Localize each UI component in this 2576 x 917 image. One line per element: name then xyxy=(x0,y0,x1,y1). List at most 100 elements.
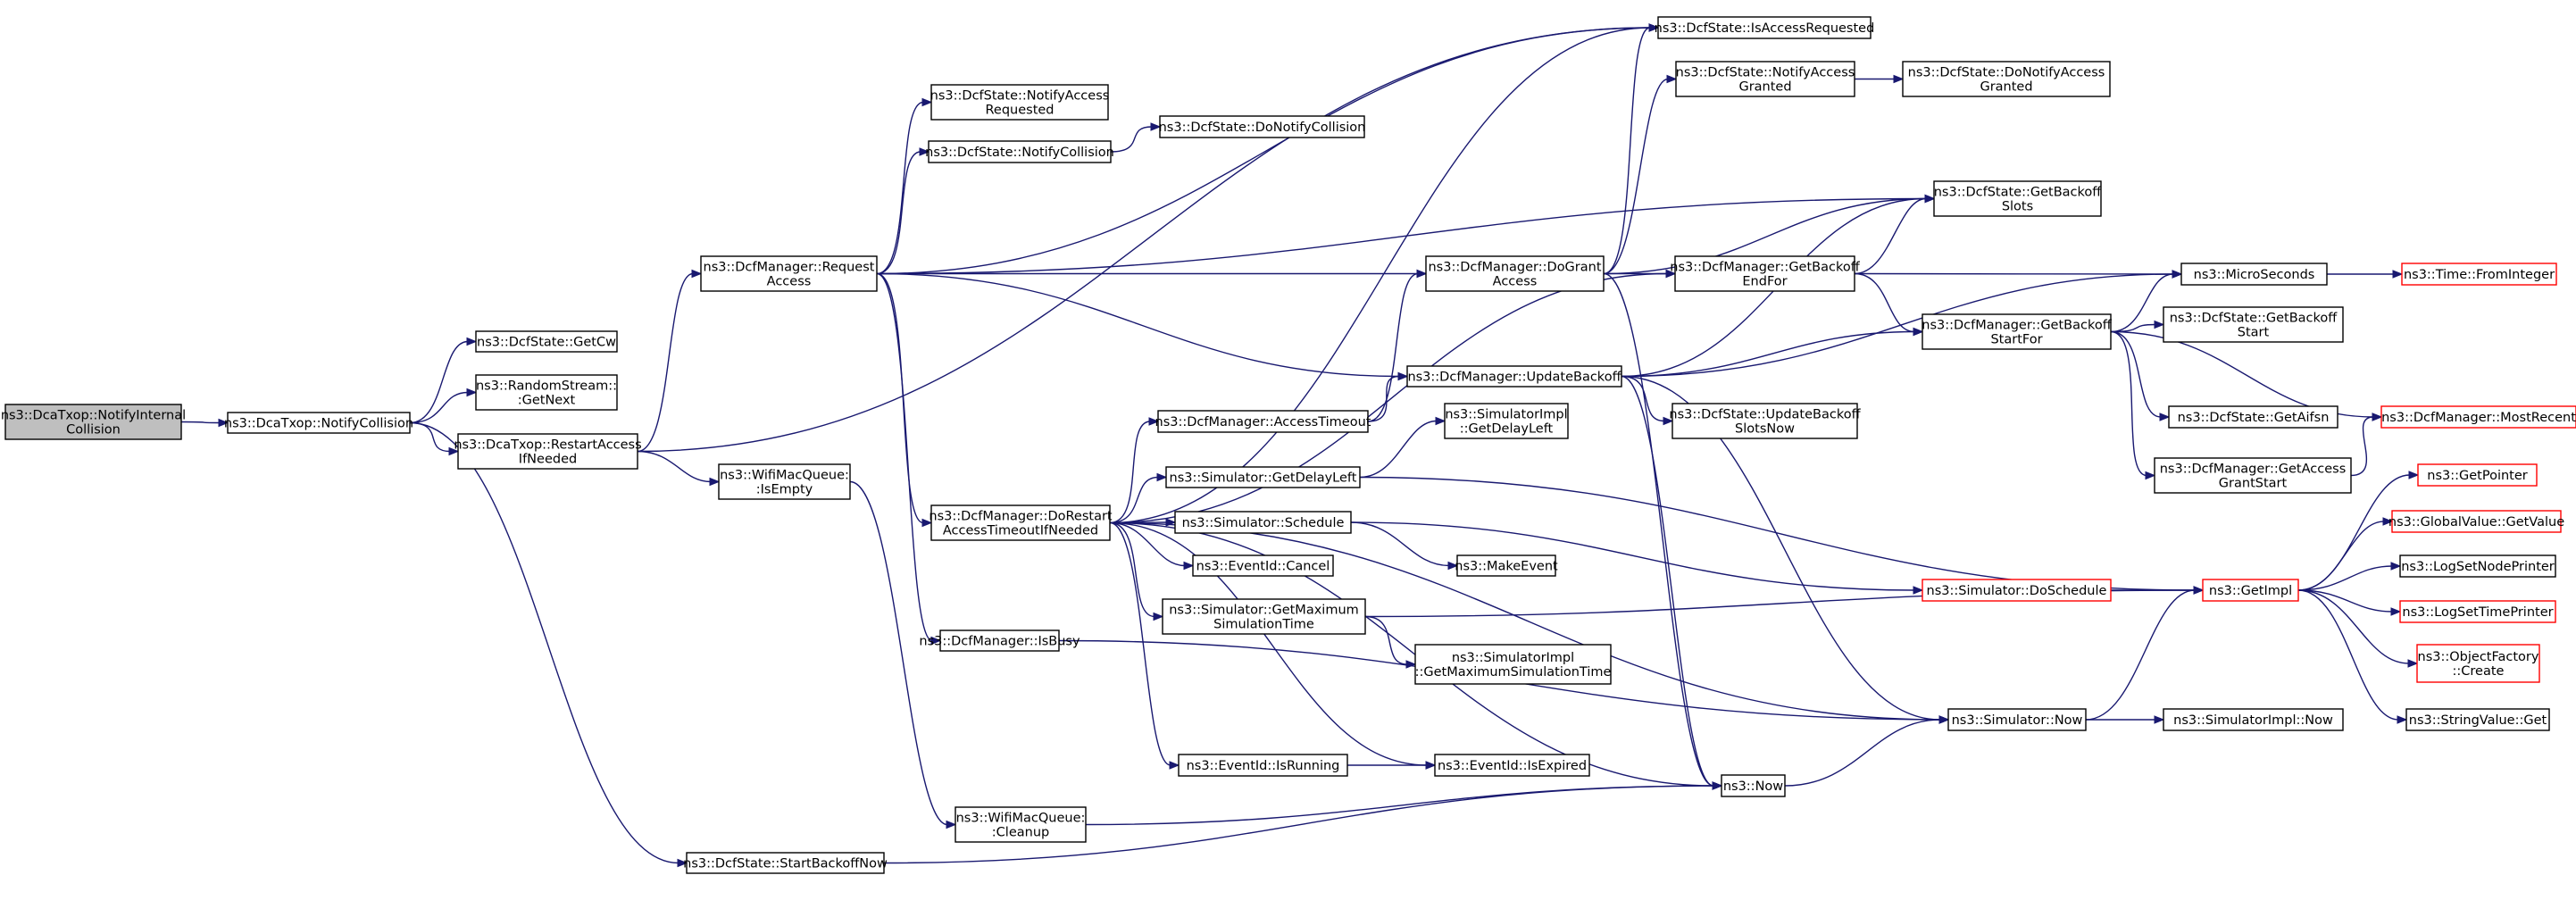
node-box xyxy=(2399,600,2556,623)
arrowhead xyxy=(2397,715,2408,724)
node-box xyxy=(1178,754,1348,777)
node-simulatorImplNow[interactable]: ns3::SimulatorImpl::Now xyxy=(2163,708,2344,731)
node-label: ns3::Now xyxy=(1723,779,1783,794)
edge-getBackoffStartFor-to-microSeconds xyxy=(2110,270,2183,333)
node-objectFactoryCreate[interactable]: ns3::ObjectFactory::Create xyxy=(2416,644,2540,683)
node-label: Granted xyxy=(1738,80,1791,95)
node-isRunning[interactable]: ns3::EventId::IsRunning xyxy=(1178,754,1348,777)
node-label: ns3::DcfState::NotifyAccess xyxy=(1676,66,1855,80)
arrowhead xyxy=(1648,23,1660,32)
node-label: ns3::GetImpl xyxy=(2209,584,2292,598)
arrowhead xyxy=(2392,270,2404,279)
node-getImpl[interactable]: ns3::GetImpl xyxy=(2202,579,2299,602)
node-dcfNotifyCollision[interactable]: ns3::DcfState::NotifyCollision xyxy=(925,140,1114,163)
node-box xyxy=(2405,708,2550,731)
node-mostRecent[interactable]: ns3::DcfManager::MostRecent xyxy=(2380,405,2576,429)
node-stringValueGet[interactable]: ns3::StringValue::Get xyxy=(2405,708,2550,731)
edge-now-to-simulatorNow xyxy=(1784,715,1950,787)
edge-getImpl-to-logSetNodePrinter xyxy=(2297,562,2402,591)
node-box xyxy=(1456,554,1556,577)
edge-getBackoffEndFor-to-getBackoffSlots xyxy=(1854,194,1936,275)
node-label: ns3::LogSetNodePrinter xyxy=(2401,560,2555,574)
node-box xyxy=(1159,115,1365,138)
node-updateBackoff[interactable]: ns3::DcfManager::UpdateBackoff xyxy=(1406,365,1622,388)
node-label: ns3::DcfState::StartBackoffNow xyxy=(683,857,888,871)
node-box xyxy=(475,330,618,353)
node-label: ns3::DcfManager::AccessTimeout xyxy=(1155,415,1371,429)
node-globalValueGetValue[interactable]: ns3::GlobalValue::GetValue xyxy=(2388,510,2564,533)
node-schedule[interactable]: ns3::Simulator::Schedule xyxy=(1174,511,1352,534)
edge-updateBackoff-to-updateBackoffSlotsNow xyxy=(1621,375,1674,426)
node-getPointer[interactable]: ns3::GetPointer xyxy=(2417,463,2538,487)
node-getMaxSimTimeImpl[interactable]: ns3::SimulatorImpl::GetMaximumSimulation… xyxy=(1414,644,1612,685)
node-accessTimeout[interactable]: ns3::DcfManager::AccessTimeout xyxy=(1155,410,1371,433)
node-wifiCleanup[interactable]: ns3::WifiMacQueue::Cleanup xyxy=(955,806,1087,843)
arrowhead xyxy=(1893,74,1905,84)
edge-requestAccess-to-doRestart xyxy=(876,272,933,528)
node-getDelayLeft[interactable]: ns3::Simulator::GetDelayLeft xyxy=(1165,466,1361,488)
node-wifiIsEmpty[interactable]: ns3::WifiMacQueue::IsEmpty xyxy=(718,463,851,500)
node-isExpired[interactable]: ns3::EventId::IsExpired xyxy=(1434,754,1590,777)
node-makeEvent[interactable]: ns3::MakeEvent xyxy=(1455,554,1558,577)
node-notifyCollision[interactable]: ns3::DcaTxop::NotifyCollision xyxy=(224,412,413,434)
node-box xyxy=(227,412,411,434)
node-logSetTimePrinter[interactable]: ns3::LogSetTimePrinter xyxy=(2399,600,2556,623)
node-label: ns3::DcaTxop::RestartAccess xyxy=(454,438,641,453)
node-getDelayLeftImpl[interactable]: ns3::SimulatorImpl::GetDelayLeft xyxy=(1444,403,1569,439)
node-cancel[interactable]: ns3::EventId::Cancel xyxy=(1192,554,1334,577)
edge-getImpl-to-globalValueGetValue xyxy=(2297,517,2394,591)
node-label: ns3::DcfManager::DoRestart xyxy=(929,510,1113,524)
node-label: ns3::Simulator::GetDelayLeft xyxy=(1170,471,1357,486)
node-label: ns3::DcfManager::DoGrant xyxy=(1428,261,1601,275)
node-fromInteger[interactable]: ns3::Time::FromInteger xyxy=(2401,263,2557,286)
node-label: ns3::EventId::Cancel xyxy=(1196,560,1330,574)
node-startBackoffNow[interactable]: ns3::DcfState::StartBackoffNow xyxy=(683,852,888,874)
node-simulatorNow[interactable]: ns3::Simulator::Now xyxy=(1947,708,2087,731)
node-microSeconds[interactable]: ns3::MicroSeconds xyxy=(2180,263,2328,286)
node-getMaxSimTime[interactable]: ns3::Simulator::GetMaximumSimulationTime xyxy=(1162,598,1366,635)
node-getAifsn[interactable]: ns3::DcfState::GetAifsn xyxy=(2168,405,2338,429)
arrowhead xyxy=(2390,562,2402,571)
node-label: ns3::MicroSeconds xyxy=(2194,268,2315,282)
node-doRestart[interactable]: ns3::DcfManager::DoRestartAccessTimeoutI… xyxy=(929,504,1113,541)
node-randomStream[interactable]: ns3::RandomStream:::GetNext xyxy=(475,374,618,411)
node-isBusy[interactable]: ns3::DcfManager::IsBusy xyxy=(919,629,1080,652)
node-label: ns3::DcfState::DoNotifyAccess xyxy=(1908,66,2105,80)
node-box xyxy=(1425,255,1605,292)
node-box xyxy=(1922,313,2112,350)
node-box xyxy=(1947,708,2087,731)
node-doNotifyCollision[interactable]: ns3::DcfState::DoNotifyCollision xyxy=(1159,115,1366,138)
node-box xyxy=(700,255,878,292)
node-isAccessRequested[interactable]: ns3::DcfState::IsAccessRequested xyxy=(1655,16,1875,39)
node-now[interactable]: ns3::Now xyxy=(1721,774,1786,797)
node-label: ns3::DcfState::GetBackoff xyxy=(2170,312,2338,326)
arrowhead xyxy=(709,477,721,487)
node-doSchedule[interactable]: ns3::Simulator::DoSchedule xyxy=(1922,579,2112,602)
edge-wifiCleanup-to-now xyxy=(1085,781,1723,826)
edge-requestAccess-to-doGrantAccess xyxy=(877,269,1428,279)
node-label: ns3::Simulator::DoSchedule xyxy=(1927,584,2107,598)
node-label: ns3::DcfState::UpdateBackoff xyxy=(1669,408,1861,422)
edge-doRestart-to-getDelayLeft xyxy=(1109,472,1168,524)
node-logSetNodePrinter[interactable]: ns3::LogSetNodePrinter xyxy=(2399,554,2556,578)
node-getCw[interactable]: ns3::DcfState::GetCw xyxy=(475,330,618,353)
arrowhead xyxy=(2172,270,2183,279)
node-label: ns3::SimulatorImpl xyxy=(1445,408,1567,422)
edge-requestAccess-to-isBusy xyxy=(876,272,942,646)
node-label: ns3::LogSetTimePrinter xyxy=(2402,605,2553,620)
node-label: ns3::MakeEvent xyxy=(1455,560,1558,574)
